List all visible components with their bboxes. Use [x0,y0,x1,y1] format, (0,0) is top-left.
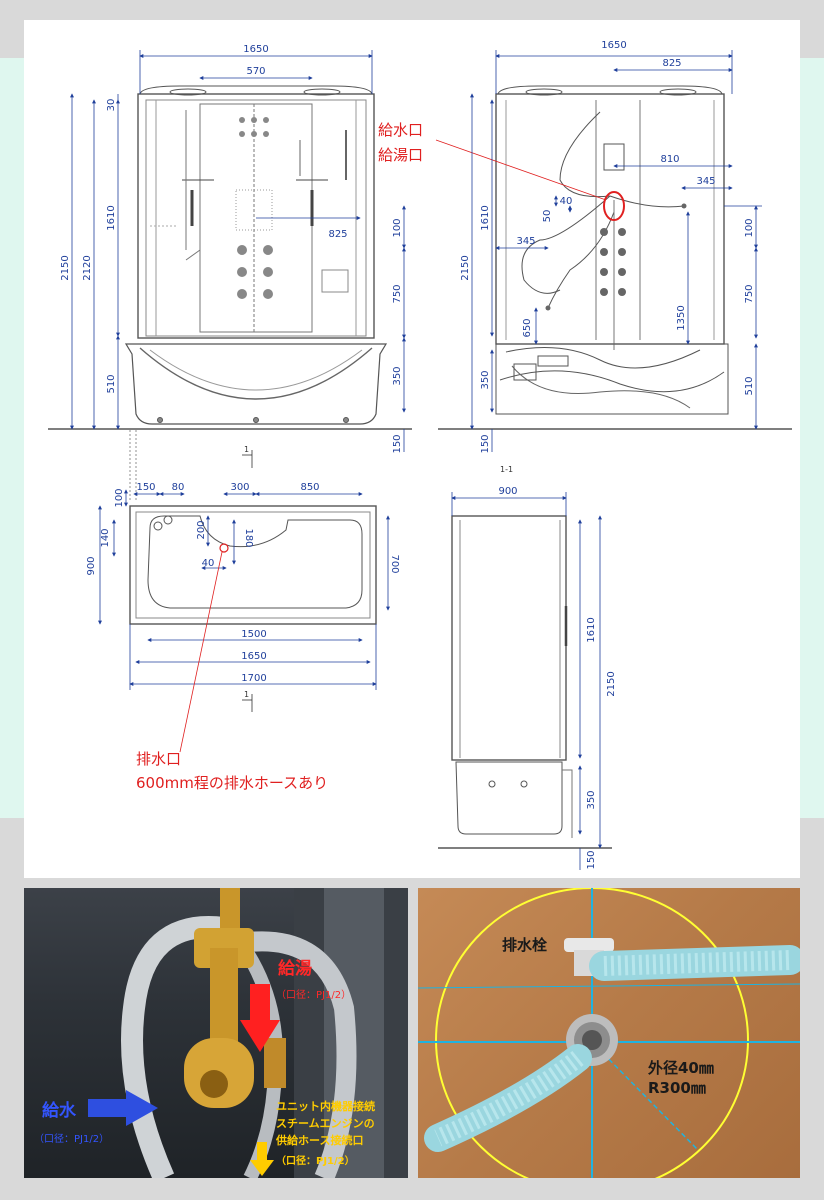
back-dim-345-top: 345 [696,176,715,187]
hot-water-arrow [240,984,280,1052]
front-view-dimensions [70,50,406,500]
front-dim-door: 570 [246,66,265,77]
cold-label: 給水 [42,1101,76,1121]
front-dim-height: 2150 [60,255,71,280]
back-dim-50: 50 [542,210,553,223]
plan-dim-1700: 1700 [241,673,266,684]
plan-dim-850: 850 [300,482,319,493]
drain-illustration [418,888,800,1178]
plan-dim-40: 40 [202,558,215,569]
plan-section-mark: 1 [244,690,249,699]
back-view [438,85,792,430]
valve-illustration [121,888,408,1178]
drain-callout-line [179,551,223,753]
drain-photo: 排水栓 外径40㎜ R300㎜ [418,888,800,1178]
drain-spec: 外径40㎜ R300㎜ [648,1058,714,1098]
plan-dim-300: 300 [230,482,249,493]
back-view-dimensions [470,50,762,452]
plan-dim-150: 150 [136,482,155,493]
back-dim-350: 350 [480,370,491,389]
back-dim-height: 2150 [460,255,471,280]
inlet-highlight-circle [603,191,625,221]
front-dim-base: 510 [106,374,117,393]
unit-connection-text: ユニット内機器接続 スチームエンジンの 供給ホース接続口 [276,1098,375,1149]
drawing-sheet [24,20,800,878]
front-dim-cabin: 1610 [106,205,117,230]
plan-dim-80: 80 [172,482,185,493]
unit-line-3: 供給ホース接続口 [276,1134,364,1147]
side-dim-1610: 1610 [586,617,597,642]
front-dim-height-2: 2120 [82,255,93,280]
back-dim-1350: 1350 [676,305,687,330]
back-dim-750: 750 [744,284,755,303]
hot-label: 給湯 [278,959,312,979]
unit-line-1: ユニット内機器接続 [276,1100,375,1113]
drain-plug-label: 排水栓 [502,936,548,954]
unit-size: （口径：PJ1/2） [276,1156,355,1167]
callout-hot-inlet: 給湯口 [378,146,423,164]
side-dim-150: 150 [586,850,597,869]
plan-dim-700: 700 [389,554,400,573]
back-view-dim-labels: 1650 825 810 345 50 40 345 650 2150 1610… [378,40,755,474]
callout-water-inlet: 給水口 [378,121,423,139]
side-dim-350: 350 [586,790,597,809]
hot-size: （口径：PJ1/2） [276,990,352,1001]
cold-water-arrow [88,1090,158,1126]
side-view [438,515,612,849]
plan-view [129,505,377,625]
section-label: 1-1 [500,465,513,474]
front-view [48,85,412,430]
plan-dim-200: 200 [196,520,207,539]
side-view-dimensions [451,492,602,870]
back-dim-100: 100 [744,218,755,237]
drain-callout-title: 排水口 [136,750,181,768]
plan-dim-1500: 1500 [241,629,266,640]
plan-view-dim-labels: 100 150 80 300 850 140 900 200 180 40 70… [86,482,400,792]
unit-connection-arrow [250,1142,274,1176]
front-dim-width: 1650 [243,44,268,55]
plan-dim-100: 100 [114,488,125,507]
front-dim-750: 750 [392,284,403,303]
radius-circle [435,888,749,1178]
back-dim-half: 825 [662,58,681,69]
back-dim-width: 1650 [601,40,626,51]
plan-view-dimensions [98,489,390,712]
back-dim-345-left: 345 [516,236,535,247]
unit-line-2: スチームエンジンの [276,1117,375,1130]
back-dim-1610: 1610 [480,205,491,230]
back-dim-150: 150 [480,434,491,453]
side-view-dim-labels: 900 1610 2150 350 150 [498,486,617,870]
front-dim-cap: 30 [106,99,117,112]
plan-dim-180: 180 [243,528,254,547]
drain-spec-radius: R300㎜ [648,1079,706,1097]
drain-spec-diameter: 外径40㎜ [648,1059,714,1077]
plan-dim-1650: 1650 [241,651,266,662]
back-dim-40: 40 [560,196,573,207]
front-dim-825: 825 [328,229,347,240]
cold-size: （口径：PJ1/2） [34,1134,110,1145]
front-dim-350: 350 [392,366,403,385]
side-dim-2150: 2150 [606,671,617,696]
back-dim-810: 810 [660,154,679,165]
radius-line [591,1041,699,1151]
crosshair-horizontal-2 [418,983,800,989]
front-view-dim-labels: 1650 570 2150 2120 30 1610 510 100 750 3… [60,44,403,454]
front-dim-100: 100 [392,218,403,237]
inlet-callout-line [435,139,607,201]
plan-dim-900: 900 [86,556,97,575]
valve-photo: 給湯 （口径：PJ1/2） 給水 （口径：PJ1/2） ユニット内機器接続 スチ… [24,888,408,1178]
technical-drawing: 1650 570 2150 2120 30 1610 510 100 750 3… [48,40,792,870]
side-dim-900: 900 [498,486,517,497]
plan-dim-140: 140 [100,528,111,547]
back-dim-650: 650 [522,318,533,337]
drain-callout-note: 600mm程の排水ホースあり [136,774,328,792]
front-section-mark: 1 [244,445,249,454]
front-dim-150: 150 [392,434,403,453]
back-dim-510: 510 [744,376,755,395]
